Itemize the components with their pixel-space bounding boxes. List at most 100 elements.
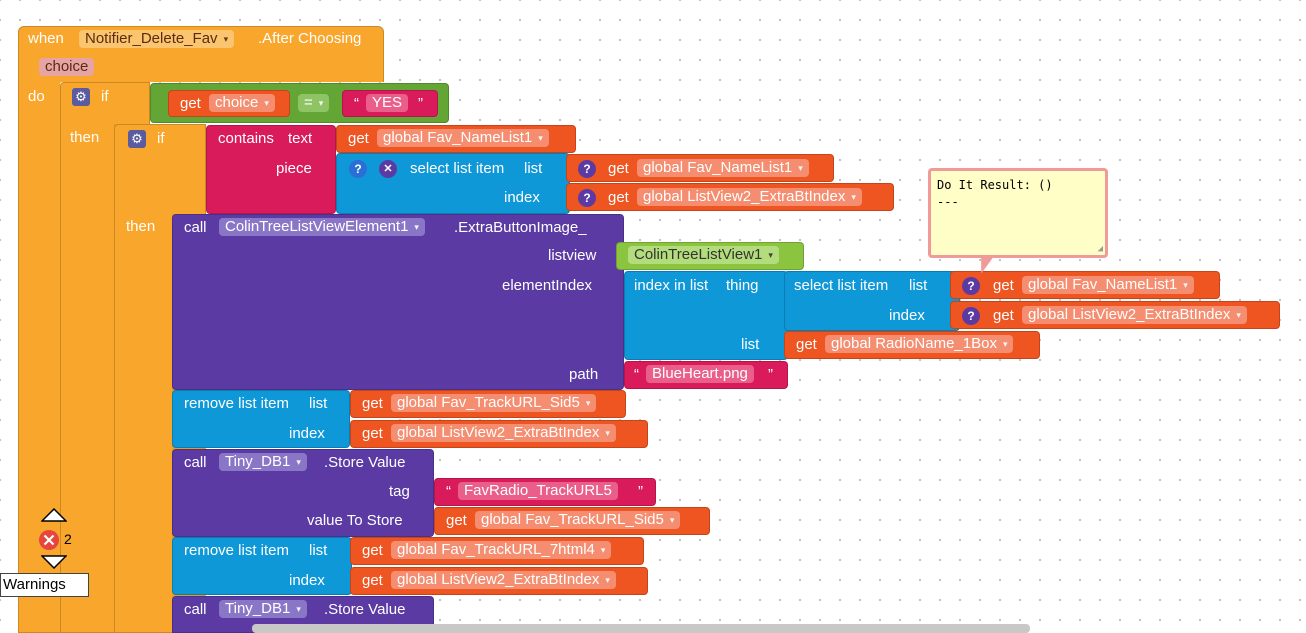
chevron-down-icon: ▾ bbox=[1002, 339, 1008, 349]
get-label: get bbox=[362, 542, 383, 559]
element-index-label: elementIndex bbox=[502, 277, 593, 294]
remove-list-item-block-1[interactable] bbox=[172, 390, 350, 448]
chevron-down-icon: ▾ bbox=[223, 34, 229, 44]
quote-close: ” bbox=[418, 95, 423, 112]
var-dropdown-sel-index[interactable]: global ListView2_ExtraBtIndex▾ bbox=[1022, 306, 1247, 324]
get-label: get bbox=[362, 425, 383, 442]
var-name: global RadioName_1Box bbox=[831, 335, 997, 352]
get-label: get bbox=[608, 160, 629, 177]
chevron-up-icon[interactable] bbox=[41, 508, 67, 522]
listview-dropdown[interactable]: ColinTreeListView1 ▾ bbox=[628, 246, 779, 264]
component-dropdown[interactable]: Tiny_DB1 ▾ bbox=[219, 600, 307, 618]
var-name: global Fav_TrackURL_7html4 bbox=[397, 541, 595, 558]
var-name: choice bbox=[215, 94, 259, 111]
select-list-item-label: select list item bbox=[794, 277, 889, 294]
get-label: get bbox=[608, 189, 629, 206]
op-dropdown[interactable]: =▾ bbox=[298, 94, 330, 112]
component-dropdown[interactable]: Notifier_Delete_Fav▾ bbox=[79, 30, 235, 48]
chevron-down-icon: ▾ bbox=[414, 222, 419, 232]
string-path[interactable]: BlueHeart.png bbox=[646, 365, 754, 383]
list-label: list bbox=[309, 542, 328, 559]
error-count: 2 bbox=[64, 531, 72, 547]
chevron-down-icon: ▾ bbox=[318, 98, 324, 108]
chevron-down-icon: ▾ bbox=[605, 575, 610, 585]
string-yes[interactable]: YES bbox=[366, 94, 409, 112]
value-to-store-label: value To Store bbox=[307, 512, 403, 529]
remove-list-item-block-2[interactable] bbox=[172, 537, 352, 595]
chevron-down-icon: ▾ bbox=[798, 163, 803, 173]
var-name: global Fav_NameList1 bbox=[1028, 276, 1178, 293]
index-in-list-block[interactable] bbox=[624, 271, 788, 360]
if2-label: if bbox=[157, 130, 165, 147]
param-choice[interactable]: choice bbox=[39, 58, 95, 76]
var-name: global ListView2_ExtraBtIndex bbox=[397, 424, 600, 441]
var-dropdown-index[interactable]: global ListView2_ExtraBtIndex▾ bbox=[637, 188, 862, 206]
chevron-down-icon: ▾ bbox=[1183, 280, 1188, 290]
quote-close: ” bbox=[638, 483, 643, 500]
quote-close: ” bbox=[768, 366, 773, 383]
resize-handle-icon[interactable]: ◢ bbox=[1097, 244, 1103, 254]
question-icon[interactable]: ? bbox=[578, 189, 596, 207]
get-label: get bbox=[796, 336, 817, 353]
question-icon[interactable]: ? bbox=[578, 160, 596, 178]
gear-icon[interactable]: ⚙ bbox=[72, 88, 90, 106]
var-dropdown-radioname[interactable]: global RadioName_1Box ▾ bbox=[825, 335, 1014, 353]
do-it-result-bubble[interactable]: Do It Result: () --- ◢ bbox=[928, 168, 1108, 258]
component-dropdown[interactable]: ColinTreeListViewElement1▾ bbox=[219, 218, 425, 236]
index-label: index bbox=[289, 572, 325, 589]
var-dropdown-text[interactable]: global Fav_NameList1▾ bbox=[377, 129, 549, 147]
question-icon[interactable]: ? bbox=[349, 160, 367, 178]
warnings-toggle[interactable]: Warnings bbox=[0, 573, 89, 597]
var-dropdown-sel-list[interactable]: global Fav_NameList1 ▾ bbox=[1022, 276, 1194, 294]
chevron-down-icon: ▾ bbox=[768, 250, 773, 260]
list-label: list bbox=[309, 395, 328, 412]
if1-label: if bbox=[101, 88, 109, 105]
when-label: when bbox=[28, 30, 64, 47]
index-in-list-label: index in list bbox=[634, 277, 709, 294]
gear-icon[interactable]: ⚙ bbox=[128, 130, 146, 148]
tag-label: tag bbox=[389, 483, 410, 500]
var-dropdown-trackurl-sid5[interactable]: global Fav_TrackURL_Sid5▾ bbox=[391, 394, 597, 412]
question-icon[interactable]: ? bbox=[962, 277, 980, 295]
list-label: list bbox=[909, 277, 928, 294]
call-label: call bbox=[184, 219, 207, 236]
chevron-down-icon[interactable] bbox=[41, 555, 67, 569]
string-tag[interactable]: FavRadio_TrackURL5 bbox=[458, 482, 618, 500]
if1-then-label: then bbox=[70, 129, 100, 146]
chevron-down-icon: ▾ bbox=[585, 398, 591, 408]
var-dropdown-trackurl-7html4[interactable]: global Fav_TrackURL_7html4 ▾ bbox=[391, 541, 612, 559]
var-name: global Fav_NameList1 bbox=[383, 129, 533, 146]
quote-open: “ bbox=[634, 366, 639, 383]
component-name: Tiny_DB1 bbox=[225, 600, 291, 617]
method-name: .ExtraButtonImage_ bbox=[454, 219, 587, 236]
select-list-item-block-2[interactable] bbox=[784, 271, 960, 331]
do-label: do bbox=[28, 88, 45, 105]
chevron-down-icon: ▾ bbox=[1236, 310, 1241, 320]
text-label: text bbox=[288, 130, 313, 147]
var-dropdown-index[interactable]: global ListView2_ExtraBtIndex▾ bbox=[391, 424, 616, 442]
chevron-down-icon: ▾ bbox=[851, 192, 856, 202]
var-dropdown-index[interactable]: global ListView2_ExtraBtIndex▾ bbox=[391, 571, 616, 589]
component-name: ColinTreeListView1 bbox=[634, 246, 763, 263]
var-dropdown-choice[interactable]: choice▾ bbox=[209, 94, 275, 112]
var-dropdown-list[interactable]: global Fav_NameList1▾ bbox=[637, 159, 809, 177]
var-dropdown-value[interactable]: global Fav_TrackURL_Sid5▾ bbox=[475, 511, 681, 529]
get-label: get bbox=[362, 395, 383, 412]
chevron-down-icon: ▾ bbox=[600, 545, 606, 555]
quote-open: “ bbox=[446, 483, 451, 500]
contains-block[interactable] bbox=[206, 125, 336, 214]
horizontal-scrollbar[interactable] bbox=[252, 624, 1030, 633]
get-label: get bbox=[446, 512, 467, 529]
error-icon[interactable] bbox=[38, 529, 60, 551]
select-list-item-label: select list item bbox=[410, 160, 505, 177]
question-icon[interactable]: ? bbox=[962, 307, 980, 325]
bubble-line-1: Do It Result: () bbox=[937, 178, 1053, 192]
select-list-item-block[interactable] bbox=[336, 153, 570, 214]
contains-label: contains bbox=[218, 130, 274, 147]
call-label: call bbox=[184, 601, 207, 618]
component-dropdown[interactable]: Tiny_DB1▾ bbox=[219, 453, 307, 471]
call-extra-button-block[interactable] bbox=[172, 214, 624, 390]
list-label: list bbox=[741, 336, 760, 353]
x-circle-icon[interactable]: ✕ bbox=[379, 160, 397, 178]
chevron-down-icon: ▾ bbox=[296, 604, 301, 614]
